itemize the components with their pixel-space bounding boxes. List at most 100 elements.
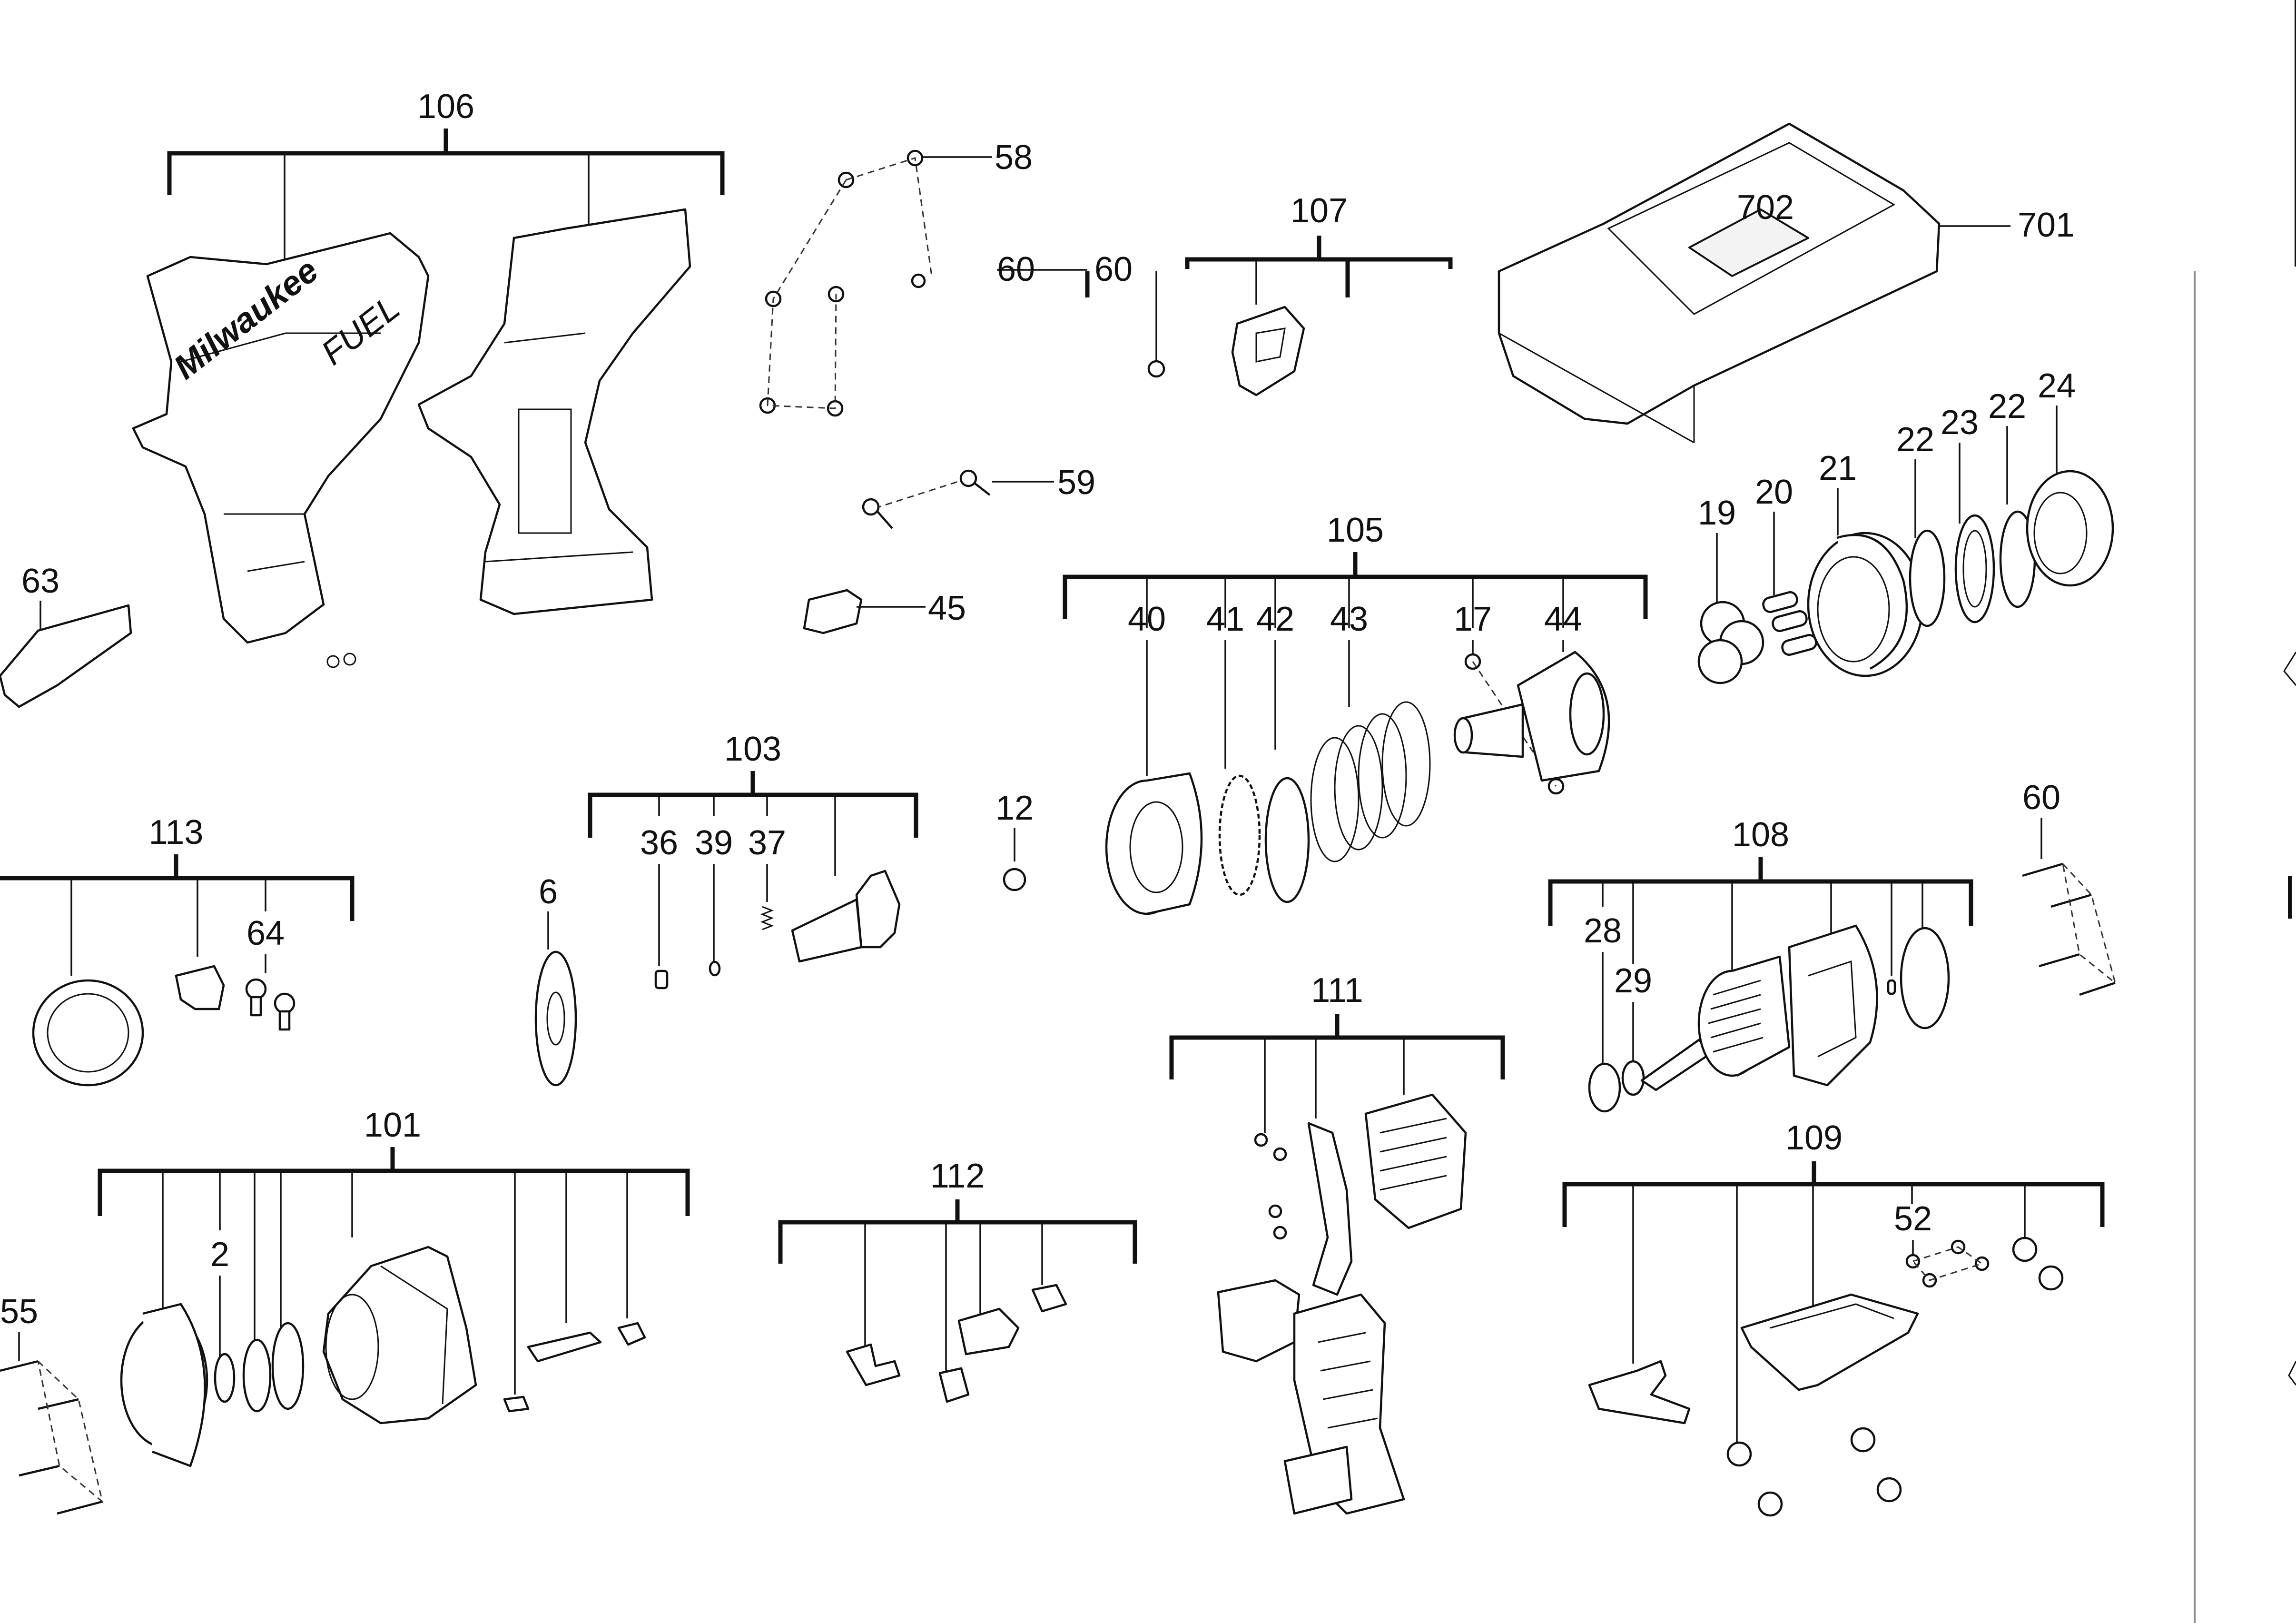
callout-702: 702 [1737,188,1794,227]
callout-19: 19 [1698,494,1736,532]
callout-106: 106 [417,88,474,126]
callout-39: 39 [695,824,733,862]
screw-set-55: 55 [0,1293,104,1515]
callout-111: 111 [1311,971,1363,1009]
page-edge [2194,0,2296,1623]
callout-22-b: 22 [1988,387,2026,426]
callout-64: 64 [246,914,285,952]
callout-12: 12 [995,789,1034,827]
fan [1788,924,1878,1087]
callout-44: 44 [1544,600,1582,638]
anvil-group-103: 103 36 39 37 6 [534,730,918,1087]
bracket-plate [1588,1360,1691,1425]
callout-24: 24 [2038,367,2076,405]
callout-59: 59 [1057,464,1095,502]
snap-ring-2 [214,1353,236,1403]
lock-clip [846,1343,901,1386]
battery-latch-frame [1740,1293,1919,1391]
spring-37 [760,906,774,930]
pins-20 [1762,591,1817,656]
hammer-40 [1105,772,1203,915]
callout-113: 113 [149,813,204,851]
bushing-29 [1621,1060,1645,1096]
callout-105: 105 [1327,511,1384,549]
callout-63: 63 [21,562,59,600]
callout-60-top-b: 60 [1094,250,1133,288]
bumper-ring [32,979,144,1087]
screw-icon [862,498,880,516]
slide-key [527,1331,602,1363]
group-109: 109 52 [1562,1119,2105,1517]
stator [1364,1093,1467,1229]
case-insert-702 [1688,208,1809,277]
group-112: 112 [778,1157,1137,1403]
light-lens [175,965,225,1010]
belt-clip [1231,306,1305,396]
group-113: 113 64 [0,813,355,1087]
callout-23: 23 [1941,404,1979,442]
screw-icon [0,1360,103,1515]
small-button [1031,1284,1067,1313]
small-tab [503,1395,530,1413]
callout-107: 107 [1291,192,1348,230]
callout-29: 29 [1614,962,1652,1000]
callout-108: 108 [1732,816,1789,854]
screw-icon [959,469,977,487]
housing-group-106: 106 Milwaukee FUEL [132,88,725,668]
part-63: 63 [0,562,132,708]
forward-reverse-switch [803,589,863,634]
callout-2: 2 [210,1236,229,1274]
callout-701: 701 [2018,206,2075,244]
screw-icon [2022,862,2116,996]
washer-42 [1264,777,1310,903]
detent-pin-36 [654,970,669,990]
washer-22-a [1909,529,1946,627]
callout-109: 109 [1785,1119,1843,1157]
callout-41: 41 [1206,600,1244,638]
callout-103: 103 [724,730,781,768]
callout-55: 55 [0,1293,38,1331]
electronics-group-111: 111 [1169,971,1505,1515]
button-block [957,1307,1020,1356]
switch-slider [938,1367,970,1403]
front-cap [120,1303,208,1467]
gear-set: 19 20 21 22 23 22 24 [1697,367,2114,684]
ball-ring-41 [1218,774,1261,896]
callout-58: 58 [995,139,1033,177]
gear-case [322,1246,477,1425]
callout-45: 45 [928,589,966,627]
cam-shaft-44 [1453,651,1610,782]
small-clip [617,1322,646,1346]
clip-group-107: 107 [1185,192,1453,396]
planet-gears-19 [1697,601,1764,684]
callout-60-right: 60 [2022,779,2060,817]
callout-20: 20 [1755,473,1793,511]
callout-37: 37 [748,824,786,862]
screw-set-58: 58 60 60 [759,139,1165,417]
switch-group-45: 45 [803,589,966,634]
rotor-group-108: 108 28 29 [1548,816,1973,1113]
bearing-23 [1954,514,1995,623]
callout-36: 36 [640,824,678,862]
callout-112: 112 [930,1157,985,1195]
mechanism-group-105: 105 40 41 42 43 17 44 [1063,511,1648,915]
screw-icon [1905,1239,1990,1288]
carry-case-group: 702 701 [1498,122,2075,444]
callout-17: 17 [1454,600,1492,638]
battery-terminal [1283,1445,1353,1515]
bearing-28 [1588,1062,1621,1113]
screw-icon [1254,1133,1287,1240]
carry-case-701 [1498,122,1941,425]
callout-6: 6 [539,873,558,911]
housing-right-half [417,208,691,615]
callout-21: 21 [1819,449,1857,487]
ball-12: 12 [995,789,1034,891]
cover-plate-63 [0,604,132,708]
ball-39 [709,960,721,977]
rotor [1640,955,1791,1091]
ring-gear-24 [2026,470,2114,587]
magnet-plate [1900,927,1950,1029]
callout-43: 43 [1330,600,1368,638]
callout-42: 42 [1256,600,1294,638]
